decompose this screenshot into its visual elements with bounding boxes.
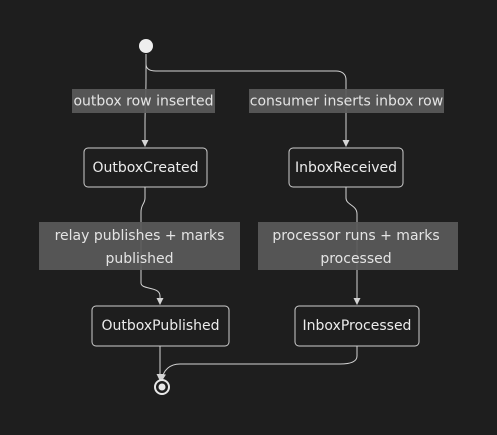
state-inbox-processed: InboxProcessed	[294, 305, 420, 347]
end-state-marker	[154, 379, 170, 395]
transition-label-relay-publishes-line1: relay publishes + marks	[55, 228, 225, 244]
start-state-marker	[139, 39, 153, 53]
state-outbox-created-label: OutboxCreated	[92, 160, 198, 176]
transition-label-processor-runs: processor runs + marks processed	[258, 222, 458, 270]
transition-label-outbox-row-inserted: outbox row inserted	[72, 89, 215, 113]
state-inbox-received-label: InboxReceived	[295, 160, 397, 176]
transition-label-processor-runs-line2: processed	[320, 251, 391, 267]
edge-inbox-processed-to-end	[159, 346, 358, 382]
transition-label-relay-publishes-line2: published	[105, 251, 173, 267]
transition-label-relay-publishes: relay publishes + marks published	[39, 222, 240, 270]
transition-label-processor-runs-line1: processor runs + marks	[272, 228, 439, 244]
state-inbox-processed-label: InboxProcessed	[303, 318, 412, 334]
edge-inbox-received-to-inbox-processed	[345, 187, 361, 306]
state-outbox-published-label: OutboxPublished	[101, 318, 219, 334]
transition-label-outbox-row-inserted-text: outbox row inserted	[73, 94, 213, 110]
state-outbox-created: OutboxCreated	[83, 147, 208, 188]
state-outbox-published: OutboxPublished	[91, 305, 230, 347]
edge-start-to-inbox-received	[145, 54, 350, 148]
transition-label-consumer-inserts-inbox-row: consumer inserts inbox row	[249, 89, 444, 113]
transition-label-consumer-inserts-inbox-row-text: consumer inserts inbox row	[250, 94, 443, 110]
state-inbox-received: InboxReceived	[288, 147, 404, 188]
